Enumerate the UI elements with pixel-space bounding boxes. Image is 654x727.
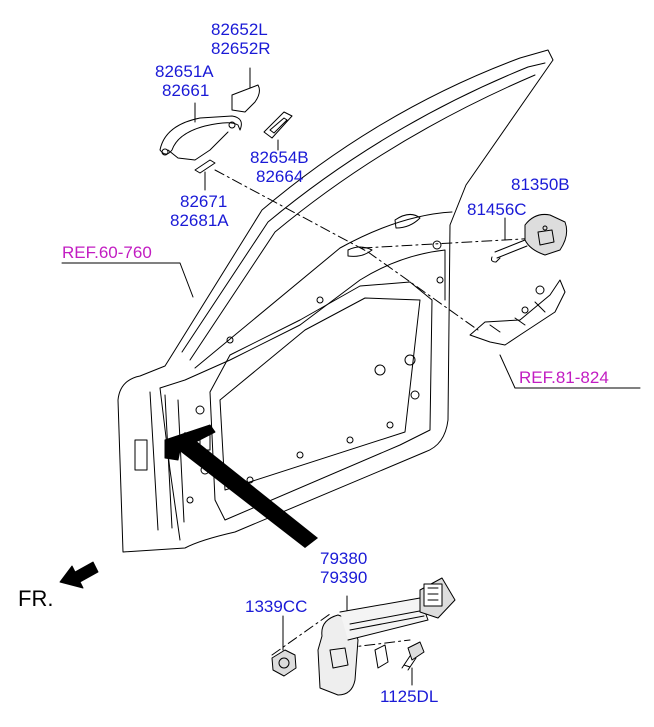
door-latch	[469, 279, 566, 346]
striker-centerline	[361, 237, 541, 249]
outside-handle	[159, 115, 242, 161]
front-door-panel	[117, 49, 554, 553]
label-79380: 79380	[320, 549, 368, 568]
label-1125DL: 1125DL	[380, 687, 439, 706]
label-82654B: 82654B	[250, 148, 309, 167]
ref81-leader	[499, 354, 641, 389]
label-82651A: 82651A	[155, 62, 214, 81]
ref-81-824: REF.81-824	[519, 368, 609, 387]
label-82664: 82664	[256, 167, 304, 186]
bolt-centerline	[344, 639, 411, 649]
label-81350B: 81350B	[511, 175, 570, 194]
label-79390: 79390	[320, 568, 368, 587]
small-gasket	[194, 159, 216, 174]
label-82671: 82671	[180, 192, 228, 211]
ref-60-760: REF.60-760	[62, 243, 152, 262]
striker-bolt	[491, 239, 528, 263]
hinge-bolt	[401, 641, 425, 671]
label-1339CC: 1339CC	[245, 597, 308, 616]
handle-gasket	[263, 111, 293, 139]
front-arrow-icon	[59, 561, 99, 589]
door-check-leader	[172, 432, 318, 548]
handle-centerline	[214, 169, 369, 253]
handle-cap	[231, 84, 260, 113]
door-striker	[524, 214, 568, 256]
door-check	[317, 577, 456, 696]
latch-centerline	[367, 251, 479, 331]
label-82652L: 82652L	[211, 20, 268, 39]
ref60-leader	[61, 262, 194, 298]
label-82652R: 82652R	[211, 39, 271, 58]
nut-centerline	[271, 613, 331, 656]
front-direction-label: FR.	[18, 586, 54, 611]
label-82661: 82661	[162, 81, 210, 100]
label-81456C: 81456C	[467, 200, 527, 219]
label-82681A: 82681A	[170, 211, 229, 230]
flange-nut	[271, 649, 297, 677]
